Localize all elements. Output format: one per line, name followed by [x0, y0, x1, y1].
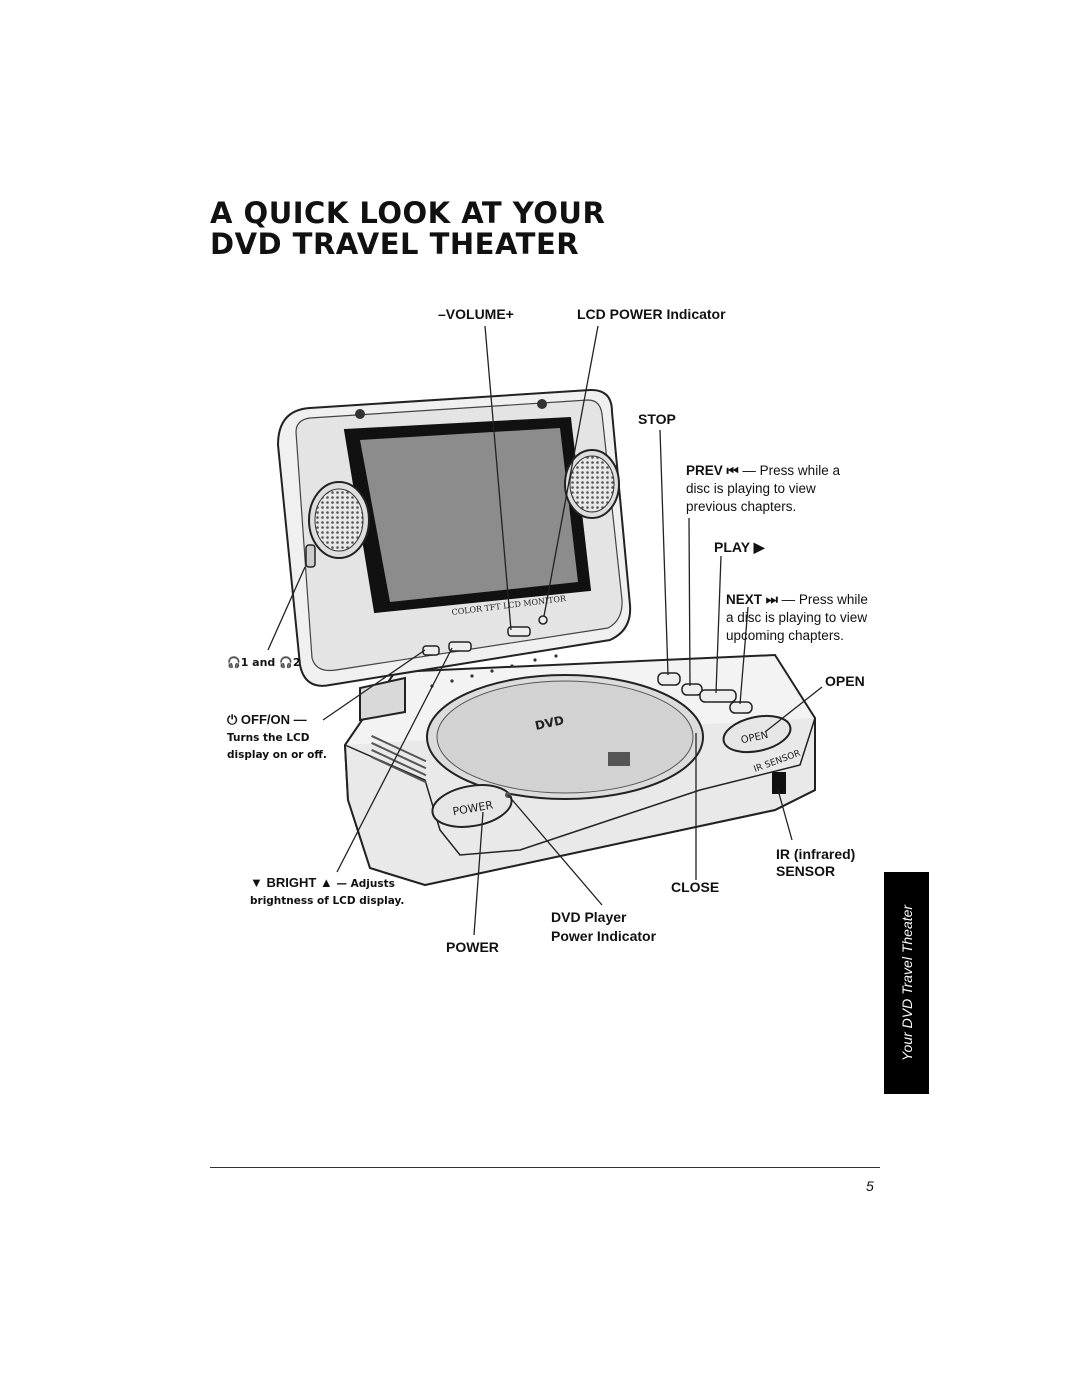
- section-side-tab: Your DVD Travel Theater: [884, 872, 929, 1094]
- side-tab-label: Your DVD Travel Theater: [898, 904, 915, 1062]
- ir-label-line-2: SENSOR: [776, 863, 836, 879]
- prev-label: PREV ⏮: [686, 463, 739, 478]
- next-desc-line-3: upcoming chapters.: [726, 628, 844, 643]
- hinge: [359, 676, 406, 722]
- prev-desc-line-2: disc is playing to view: [686, 481, 816, 496]
- dvd-logo: DVD: [534, 713, 566, 733]
- bright-rocker[interactable]: [448, 641, 472, 652]
- page-title-line-1: A QUICK LOOK AT YOUR: [210, 196, 606, 230]
- prev-button[interactable]: [681, 683, 703, 696]
- page-title-line-2: DVD TRAVEL THEATER: [210, 227, 580, 261]
- open-label: OPEN: [825, 673, 865, 689]
- play-label: PLAY ▶: [714, 539, 765, 555]
- footer-rule: [210, 1167, 880, 1168]
- prev-desc-line-1: — Press while a: [738, 463, 840, 478]
- control-buttons: [657, 672, 753, 714]
- next-desc-line-2: a disc is playing to view: [726, 610, 868, 625]
- dvd-player-line-2: Power Indicator: [551, 928, 657, 944]
- offon-desc-line-2: display on or off.: [227, 749, 327, 761]
- right-speaker: [564, 449, 620, 519]
- close-label: CLOSE: [671, 879, 720, 895]
- volume-rocker[interactable]: [507, 626, 531, 637]
- left-speaker: [308, 481, 370, 559]
- ir-sensor-callout: IR (infrared) SENSOR: [776, 846, 855, 880]
- next-desc-line-1: — Press while: [777, 592, 868, 607]
- offon-description: ⏻ OFF/ON — Turns the LCD display on or o…: [227, 711, 327, 764]
- prev-desc-line-3: previous chapters.: [686, 499, 797, 514]
- bright-desc-line-1: — Adjusts: [332, 878, 395, 890]
- next-button[interactable]: [729, 701, 753, 714]
- bright-label: ▼ BRIGHT ▲: [250, 875, 333, 890]
- power-label: POWER: [446, 939, 499, 955]
- headphone-jacks-label: 🎧1 and 🎧2: [227, 656, 301, 669]
- lcd-power-indicator-label: LCD POWER Indicator: [577, 306, 726, 322]
- page-number: 5: [866, 1178, 874, 1194]
- dvd-player-line-1: DVD Player: [551, 909, 627, 925]
- stop-label: STOP: [638, 411, 676, 427]
- cd-logo: [608, 752, 630, 766]
- offon-switch[interactable]: [422, 645, 440, 656]
- prev-description: PREV ⏮ — Press while a disc is playing t…: [686, 462, 840, 516]
- stop-button[interactable]: [657, 672, 681, 686]
- lcd-power-indicator: [538, 615, 548, 625]
- offon-desc-line-1: Turns the LCD: [227, 732, 310, 744]
- headphone-jacks: [305, 544, 316, 568]
- callout-lines: [267, 325, 823, 936]
- play-button[interactable]: [699, 689, 737, 703]
- speaker-grille-base: [371, 735, 427, 784]
- page-title: A QUICK LOOK AT YOUR DVD TRAVEL THEATER: [210, 198, 605, 260]
- dvd-power-indicator-label: DVD Player Power Indicator: [551, 908, 656, 946]
- next-description: NEXT ⏭ — Press while a disc is playing t…: [726, 591, 868, 645]
- lid-controls: [422, 615, 548, 656]
- bright-description: ▼ BRIGHT ▲ — Adjusts brightness of LCD d…: [250, 874, 404, 910]
- offon-label: ⏻ OFF/ON —: [227, 712, 307, 727]
- volume-label: –VOLUME+: [438, 306, 514, 322]
- ir-label-line-1: IR (infrared): [776, 846, 856, 862]
- bright-desc-line-2: brightness of LCD display.: [250, 895, 405, 907]
- next-label: NEXT ⏭: [726, 592, 778, 607]
- ir-sensor: [772, 772, 786, 794]
